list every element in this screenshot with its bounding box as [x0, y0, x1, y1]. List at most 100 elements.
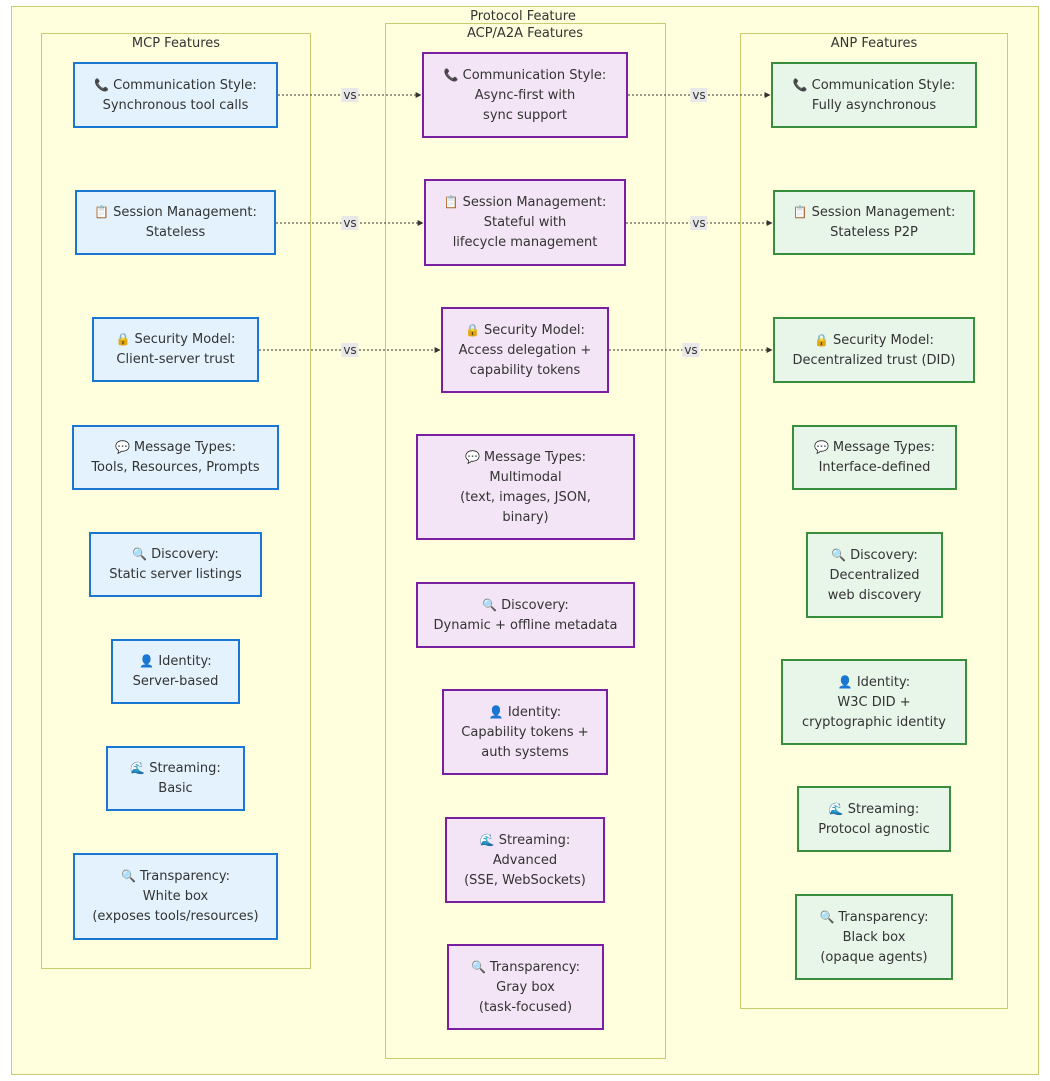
lock-icon: 🔒 — [465, 322, 480, 337]
anp-node-8: 🔍Transparency:Black box (opaque agents) — [795, 894, 953, 980]
edge-label-vs: vs — [690, 216, 708, 230]
node-line: web discovery — [827, 587, 922, 603]
acp-group-title: ACP/A2A Features — [466, 26, 584, 41]
node-line: binary) — [502, 509, 549, 525]
node-heading-text: Streaming: — [498, 832, 571, 848]
node-line: (task-focused) — [478, 999, 573, 1015]
acp-node-4: 💬Message Types:Multimodal (text, images, … — [416, 434, 635, 540]
node-heading-text: Message Types: — [832, 440, 936, 455]
node-line: Decentralized — [829, 567, 920, 583]
acp-node-7: 🌊Streaming:Advanced(SSE, WebSockets) — [445, 817, 605, 903]
anp-node-7: 🌊Streaming:Protocol agnostic — [797, 786, 951, 852]
node-heading: 👤Identity: — [838, 672, 910, 693]
wave-icon: 🌊 — [479, 832, 495, 847]
node-heading: 🔍Discovery: — [132, 544, 219, 565]
node-heading-text: Transparency: — [139, 869, 231, 884]
edge-label-vs: vs — [341, 88, 359, 102]
mcp-node-3: 🔒Security Model:Client-server trust — [92, 317, 259, 382]
node-heading: 📞Communication Style: — [444, 65, 607, 86]
node-line: Fully asynchronous — [811, 97, 937, 113]
node-heading: 📋Session Management: — [444, 192, 607, 213]
magnifier-icon: 🔍 — [120, 869, 136, 883]
mcp-group — [41, 33, 311, 969]
node-line: Server-based — [132, 674, 219, 689]
node-line: White box — [142, 889, 209, 904]
lock-icon: 🔒 — [115, 332, 131, 346]
node-heading: 📞Communication Style: — [94, 75, 257, 96]
node-line: Async-first with — [474, 87, 576, 103]
node-heading: 📞Communication Style: — [793, 75, 956, 96]
node-heading: 🔍Transparency: — [121, 866, 230, 887]
node-line: (text, images, JSON, — [460, 489, 591, 505]
node-heading: 🔍Transparency: — [819, 907, 928, 928]
node-line: W3C DID + — [837, 694, 911, 710]
node-line: lifecycle management — [452, 235, 598, 250]
node-line: Gray box — [496, 979, 555, 995]
node-heading: 🔒 Security Model: — [814, 330, 934, 351]
node-heading-text: Session Management: — [811, 205, 956, 220]
anp-node-1: 📞Communication Style:Fully asynchronous — [771, 62, 977, 128]
node-heading-text: Communication Style: — [462, 67, 607, 83]
mcp-group-title: MCP Features — [131, 36, 221, 51]
outer-title: Protocol Feature — [470, 9, 576, 24]
node-heading-text: Identity: — [856, 674, 911, 690]
acp-node-3: 🔒Security Model:Access delegation +capab… — [441, 307, 609, 393]
phone-icon: 📞 — [792, 77, 808, 92]
node-heading-text: Security Model: — [833, 332, 934, 348]
node-heading-text: Security Model: — [484, 322, 585, 338]
node-heading-text: Security Model: — [134, 332, 236, 347]
anp-node-5: 🔍Discovery:Decentralized web discovery — [806, 532, 943, 618]
mcp-node-4: 💬Message Types:Tools, Resources, Prompts — [72, 425, 279, 490]
node-line: Multimodal — [489, 469, 562, 485]
acp-node-6: 👤Identity:Capability tokens +auth system… — [442, 689, 608, 775]
node-heading-text: Discovery: — [501, 597, 569, 613]
wave-icon: 🌊 — [130, 761, 146, 775]
node-heading-text: Streaming: — [847, 801, 920, 817]
node-heading-text: Message Types: — [483, 449, 587, 465]
lock-icon: 🔒 — [814, 332, 829, 347]
magnifier-icon: 🔍 — [482, 597, 498, 612]
node-line: Black box — [842, 929, 906, 945]
node-heading: 💬Message Types: — [814, 437, 935, 458]
node-heading-text: Transparency: — [489, 959, 581, 975]
edge-label-vs: vs — [690, 88, 708, 102]
acp-node-8: 🔍Transparency:Gray box(task-focused) — [447, 944, 604, 1030]
node-line: (exposes tools/resources) — [92, 909, 259, 924]
node-heading: 🌊Streaming: — [130, 758, 220, 779]
mcp-node-8: 🔍Transparency: White box (exposes tools/re… — [73, 853, 278, 940]
node-heading-text: Discovery: — [151, 547, 219, 562]
node-heading-text: Discovery: — [850, 547, 918, 563]
node-heading-text: Session Management: — [113, 205, 257, 220]
node-line: (opaque agents) — [820, 949, 928, 965]
anp-node-6: 👤Identity:W3C DID +cryptographic identit… — [781, 659, 967, 745]
node-line: Protocol agnostic — [818, 821, 930, 837]
mcp-node-6: 👤Identity: Server-based — [111, 639, 240, 704]
node-line: Dynamic + offline metadata — [433, 617, 618, 633]
node-line: Stateless P2P — [830, 225, 918, 240]
speech-bubble-icon: 💬 — [114, 440, 130, 454]
anp-node-3: 🔒Security Model:Decentralized trust (DID… — [773, 317, 975, 383]
clipboard-icon: 📋 — [94, 205, 110, 219]
node-heading-text: Communication Style: — [811, 77, 956, 93]
node-line: (SSE, WebSockets) — [464, 872, 586, 888]
mcp-node-5: 🔍Discovery:Static server listings — [89, 532, 262, 597]
node-heading: 🔍Discovery: — [831, 545, 918, 566]
mcp-node-1: 📞Communication Style:Synchronous tool ca… — [73, 62, 278, 128]
phone-icon: 📞 — [94, 77, 110, 92]
node-line: Synchronous tool calls — [102, 97, 249, 113]
node-line: Basic — [158, 781, 193, 796]
node-line: Access delegation + — [458, 342, 592, 358]
edge-label-vs: vs — [682, 343, 700, 357]
node-line: Interface-defined — [818, 460, 931, 475]
magnifier-icon: 🔍 — [819, 909, 835, 924]
node-heading: 🌊Streaming: — [480, 830, 570, 851]
node-heading-text: Communication Style: — [113, 77, 257, 93]
magnifier-icon: 🔍 — [132, 547, 148, 561]
person-icon: 👤 — [488, 704, 504, 719]
node-heading: 💬Message Types: — [465, 447, 586, 468]
node-line: Stateless — [145, 225, 206, 240]
node-heading-text: Identity: — [507, 704, 562, 720]
node-heading: 👤Identity: — [139, 651, 211, 672]
